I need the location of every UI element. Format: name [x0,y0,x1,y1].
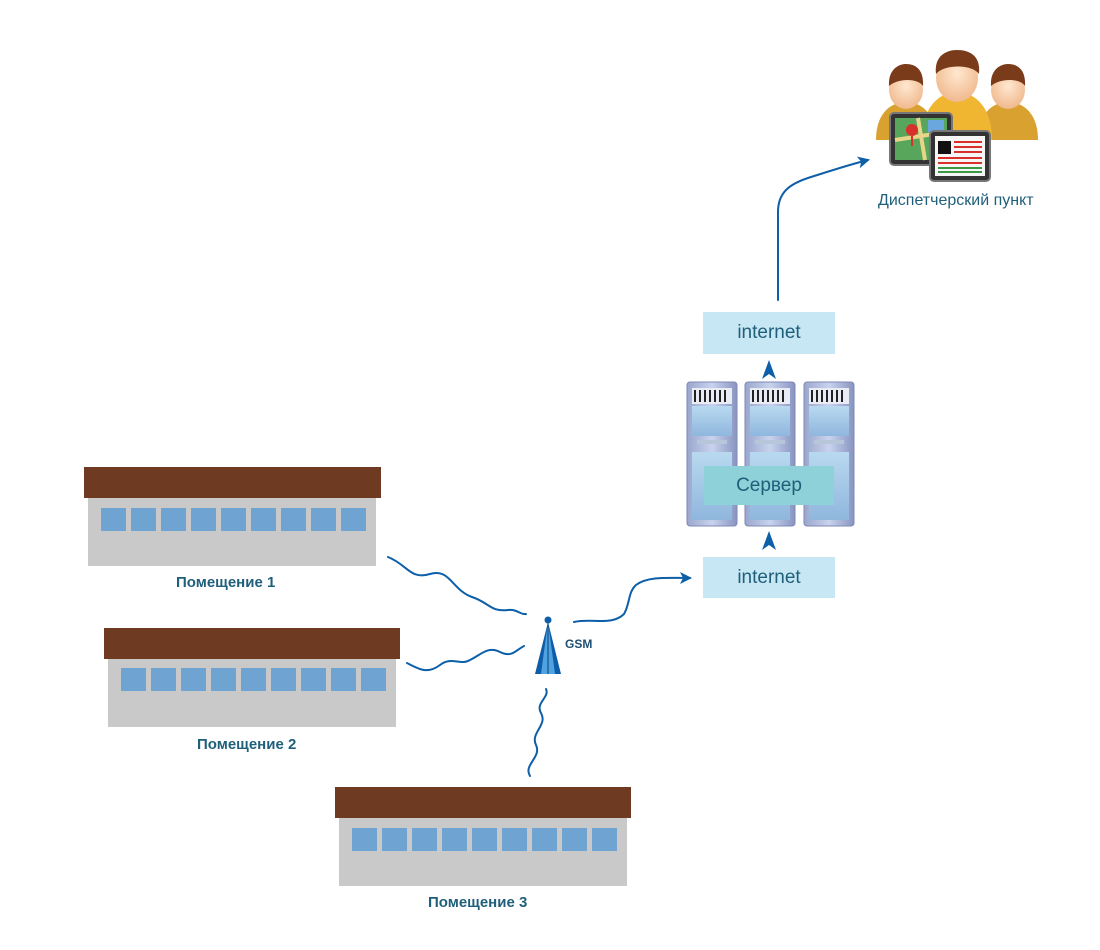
gsm-label: GSM [565,637,593,651]
room-label-3: Помещение 3 [428,894,528,911]
building-icon [84,467,381,566]
arrow-up-icon [762,531,776,550]
operators-icon [876,50,1038,182]
server-rack-icon [686,381,738,527]
building-icon [104,628,400,727]
gsm-to-internet-link [573,571,692,623]
wireless-link-room2 [406,645,525,672]
wireless-link-room3 [527,688,548,777]
internet-to-dispatch-link [777,156,870,301]
server-label-box: Сервер [704,466,834,505]
gsm-tower-icon [535,616,561,674]
internet-box-bottom: internet [703,557,835,598]
room-label-1: Помещение 1 [176,574,276,591]
dispatch-label: Диспетчерский пункт [878,192,1034,209]
internet-box-top: internet [703,312,835,354]
wireless-link-room1 [387,556,527,616]
arrow-up-icon [762,360,776,379]
building-icon [335,787,631,886]
room-label-2: Помещение 2 [197,736,297,753]
